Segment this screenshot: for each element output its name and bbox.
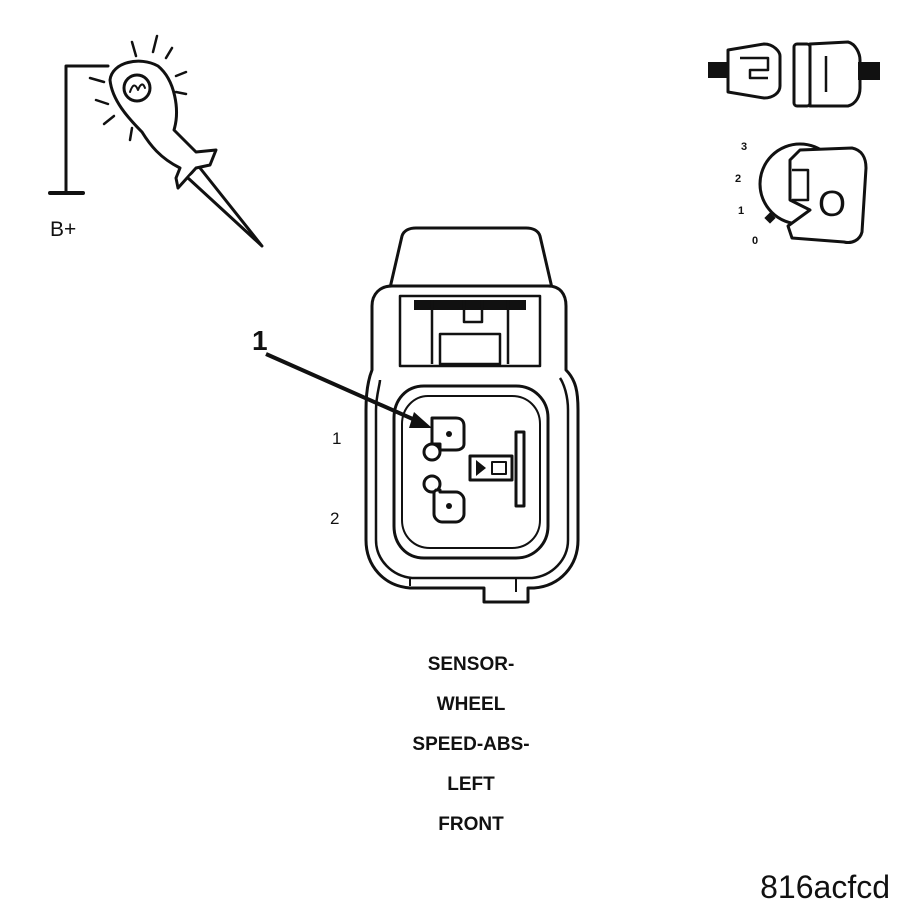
connector-face <box>364 226 580 604</box>
lamp-rays-icon <box>88 34 188 142</box>
callout-arrow <box>265 352 432 428</box>
title-line-4: LEFT <box>447 774 495 795</box>
ignition-switch-icon <box>758 142 868 244</box>
title-line-1: SENSOR- <box>428 654 515 675</box>
connector-latch <box>388 226 554 289</box>
terminal-pin-2 <box>422 474 466 524</box>
ignition-position-0: 0 <box>752 235 758 247</box>
ignition-position-3: 3 <box>741 141 747 153</box>
pin-label-2: 2 <box>330 509 339 528</box>
unplugged-connector-icon <box>708 40 880 108</box>
power-wire <box>64 64 110 195</box>
ignition-key-symbol: O <box>818 183 846 224</box>
probe-needle-icon <box>186 166 264 248</box>
callout-number: 1 <box>252 325 268 356</box>
title-line-2: WHEEL <box>437 694 506 715</box>
lamp-filament-icon <box>129 83 146 93</box>
pin-label-1: 1 <box>332 429 341 448</box>
connector-title: SENSOR- WHEEL SPEED-ABS- LEFT FRONT <box>412 654 529 835</box>
power-label: B+ <box>50 218 76 241</box>
ignition-position-1: 1 <box>738 205 744 217</box>
ignition-position-2: 2 <box>735 173 741 185</box>
figure-id: 816acfcd <box>760 869 890 905</box>
title-line-5: FRONT <box>438 814 504 835</box>
title-line-3: SPEED-ABS- <box>412 734 529 755</box>
polarizing-key <box>468 430 526 508</box>
terminal-pin-1 <box>422 416 466 462</box>
connector-cavity <box>392 384 550 560</box>
backprobe-group <box>48 34 264 248</box>
